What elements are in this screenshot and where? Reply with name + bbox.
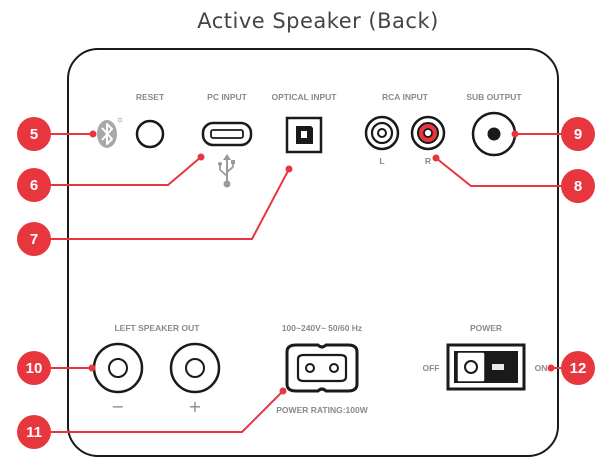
on-label: ON xyxy=(535,363,548,373)
speaker-back-panel xyxy=(67,48,559,457)
rca-input-label: RCA INPUT xyxy=(382,92,429,102)
off-label: OFF xyxy=(423,363,440,373)
voltage-label: 100~240V~ 50/60 Hz xyxy=(282,323,362,333)
svg-text:8: 8 xyxy=(574,178,582,195)
reset-button[interactable] xyxy=(135,119,165,149)
svg-text:6: 6 xyxy=(30,177,38,194)
pc-input-port[interactable] xyxy=(201,121,253,147)
callout-5: 5 xyxy=(17,117,51,151)
rca-right-label: R xyxy=(425,156,431,166)
reset-label: RESET xyxy=(136,92,165,102)
callout-9: 9 xyxy=(561,117,595,151)
callout-dots xyxy=(88,130,555,395)
rca-left-label: L xyxy=(379,156,384,166)
rca-left-jack[interactable] xyxy=(364,115,400,151)
callout-6: 6 xyxy=(17,168,51,202)
callout-11: 11 xyxy=(17,415,51,449)
left-speaker-out-negative[interactable] xyxy=(92,342,144,394)
left-speaker-out-label: LEFT SPEAKER OUT xyxy=(114,323,200,333)
svg-text:11: 11 xyxy=(26,424,42,441)
power-switch[interactable] xyxy=(446,343,526,391)
sub-output-label: SUB OUTPUT xyxy=(466,92,522,102)
optical-input-port[interactable] xyxy=(285,116,323,154)
callout-10: 10 xyxy=(17,351,51,385)
positive-sign: + xyxy=(188,397,201,416)
sub-output-jack[interactable] xyxy=(471,111,517,157)
callout-8: 8 xyxy=(561,169,595,203)
svg-text:10: 10 xyxy=(26,360,43,377)
page-title: Active Speaker (Back) xyxy=(197,9,439,33)
callout-12: 12 xyxy=(561,351,595,385)
usb-icon xyxy=(218,154,235,188)
left-speaker-out-positive[interactable] xyxy=(169,342,221,394)
callout-7: 7 xyxy=(17,222,51,256)
svg-text:5: 5 xyxy=(30,126,38,143)
optical-input-label: OPTICAL INPUT xyxy=(271,92,337,102)
rca-right-jack[interactable] xyxy=(410,115,446,151)
ac-power-inlet[interactable] xyxy=(285,343,359,393)
power-rating-label: POWER RATING:100W xyxy=(276,405,368,415)
power-label: POWER xyxy=(470,323,502,333)
negative-sign: − xyxy=(111,397,124,416)
svg-text:9: 9 xyxy=(574,126,582,143)
svg-text:12: 12 xyxy=(570,360,587,377)
pc-input-label: PC INPUT xyxy=(207,92,247,102)
bluetooth-icon xyxy=(97,117,123,148)
svg-text:7: 7 xyxy=(30,231,38,248)
